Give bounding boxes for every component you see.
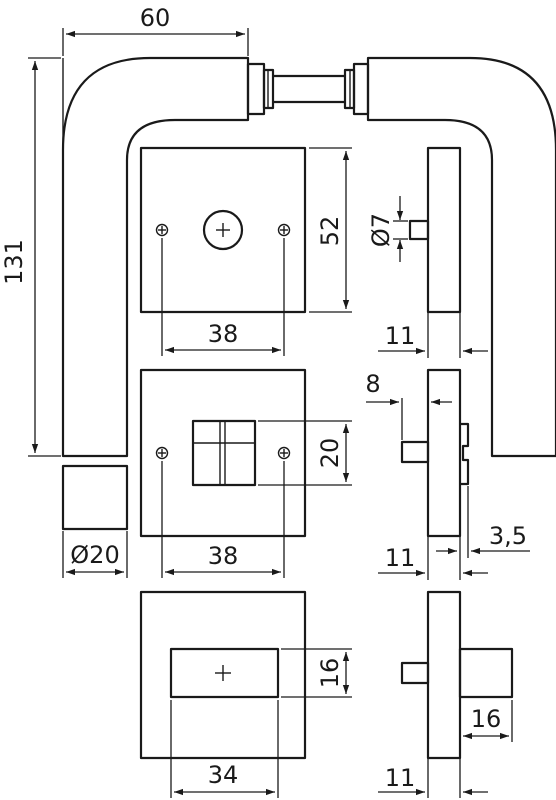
dim-screw-spacing-2: 38 xyxy=(161,461,285,578)
dim-depth-2: 11 xyxy=(378,536,488,580)
label-screw-spacing-1: 38 xyxy=(208,320,239,348)
spindle xyxy=(273,74,345,104)
label-rose-diameter: Ø20 xyxy=(70,541,119,569)
label-thumbturn-height: 20 xyxy=(316,438,344,469)
dim-hole-diameter: Ø7 xyxy=(367,196,408,262)
label-offset: 3,5 xyxy=(489,522,527,550)
label-depth-2: 11 xyxy=(385,544,416,572)
left-lever-handle xyxy=(61,56,250,458)
screw-hole-left-1 xyxy=(155,223,169,237)
dim-thumbturn-height: 20 xyxy=(258,420,352,486)
dim-offset: 3,5 xyxy=(436,486,530,558)
label-handle-height: 131 xyxy=(0,239,28,285)
label-keyhole-height: 16 xyxy=(316,658,344,689)
label-depth-3: 11 xyxy=(385,764,416,792)
label-depth-1: 11 xyxy=(385,322,416,350)
rose-cylinder-side xyxy=(400,590,514,760)
right-lever-handle xyxy=(366,56,556,458)
dim-keyhole-height: 16 xyxy=(281,648,352,698)
dim-spindle-width: 16 xyxy=(459,700,513,742)
label-spindle-length: 8 xyxy=(365,370,380,398)
rose-keyhole-side xyxy=(408,146,462,314)
dim-rose-diameter: Ø20 xyxy=(62,531,128,578)
rose-thumbturn-side xyxy=(400,368,470,538)
rose-thumbturn-front xyxy=(139,368,307,538)
label-screw-spacing-2: 38 xyxy=(208,542,239,570)
rose-keyhole-front xyxy=(139,146,307,314)
screw-hole-right-1 xyxy=(277,223,291,237)
rose-cylinder-front xyxy=(139,590,307,760)
dim-depth-1: 11 xyxy=(378,312,488,358)
label-handle-width: 60 xyxy=(140,4,171,32)
label-hole-diameter: Ø7 xyxy=(367,213,395,247)
label-spindle-width: 16 xyxy=(471,705,502,733)
dim-keyhole-width: 34 xyxy=(170,700,279,798)
label-rose-height: 52 xyxy=(316,216,344,247)
dim-handle-height: 131 xyxy=(0,57,61,457)
right-spindle-collar xyxy=(343,62,370,116)
left-spindle-collar xyxy=(246,62,275,116)
dim-screw-spacing-1: 38 xyxy=(161,238,285,356)
dim-spindle-length: 8 xyxy=(365,370,452,440)
dim-handle-width: 60 xyxy=(62,4,249,56)
screw-hole-left-2 xyxy=(155,446,169,460)
screw-hole-right-2 xyxy=(277,446,291,460)
dim-rose-height: 52 xyxy=(309,147,352,313)
label-keyhole-width: 34 xyxy=(208,761,239,789)
handle-end-view xyxy=(61,464,129,531)
dim-depth-3: 11 xyxy=(378,758,488,798)
